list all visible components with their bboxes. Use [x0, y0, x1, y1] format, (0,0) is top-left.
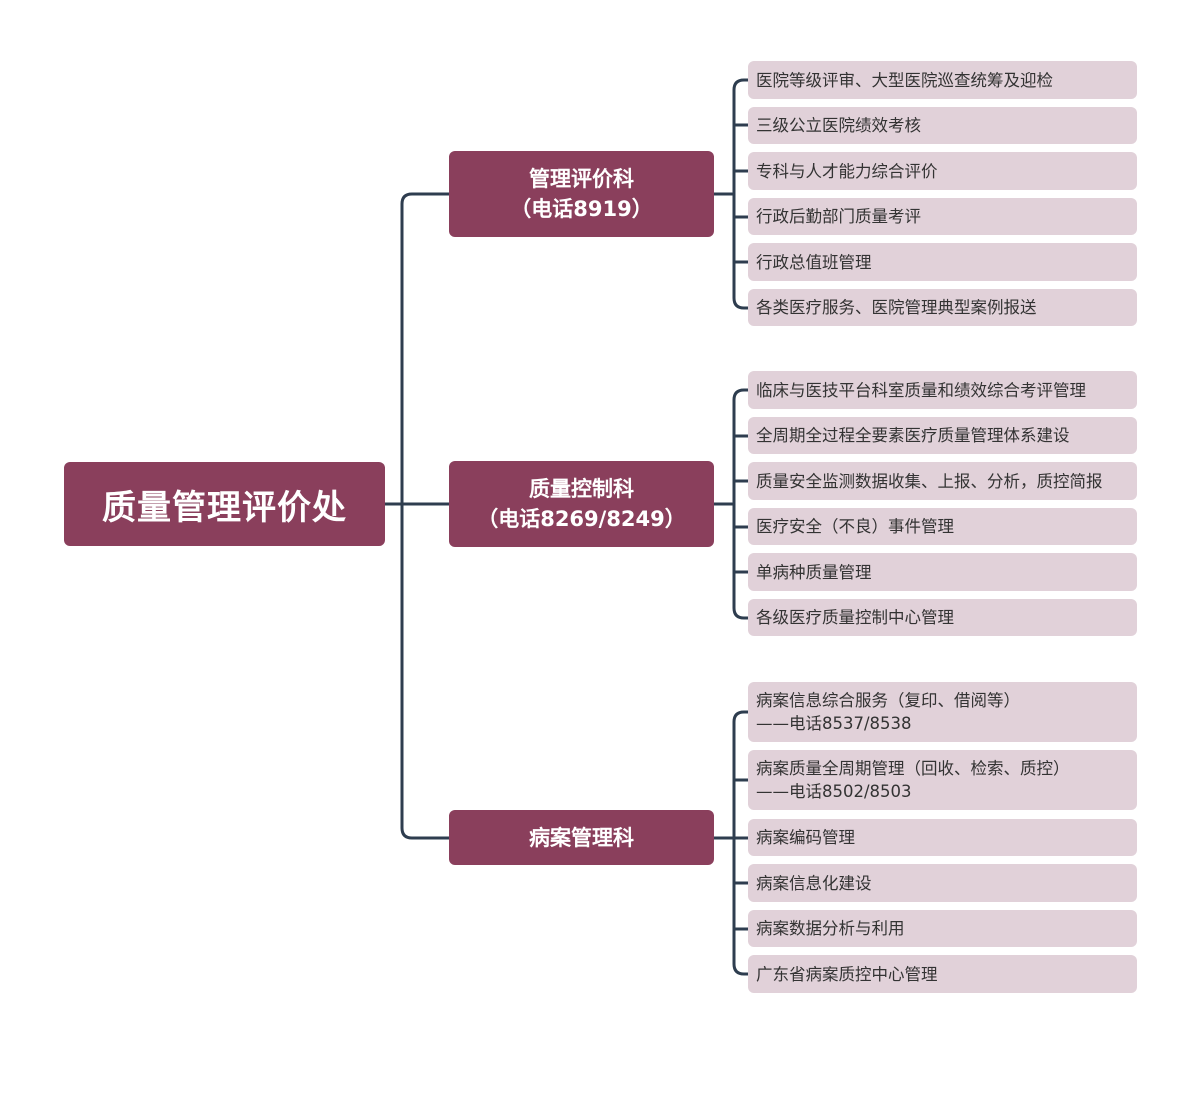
leaf-text: 广东省病案质控中心管理 [756, 964, 938, 984]
dept-node-medical-records[interactable]: 病案管理科 [449, 810, 714, 865]
leaf-text: 病案数据分析与利用 [756, 919, 905, 938]
leaf-text: 三级公立医院绩效考核 [756, 116, 921, 135]
leaf-item[interactable]: 三级公立医院绩效考核 [748, 107, 1137, 144]
leaf-text: 专科与人才能力综合评价 [756, 161, 938, 181]
leaf-item[interactable]: 行政后勤部门质量考评 [748, 198, 1137, 235]
dept-name: 质量控制科 [529, 477, 634, 501]
leaf-item[interactable]: 行政总值班管理 [748, 243, 1137, 281]
leaf-text: 各级医疗质量控制中心管理 [756, 608, 954, 627]
dept-node-management-evaluation[interactable]: 管理评价科 （电话8919） [449, 151, 714, 237]
leaf-text: 临床与医技平台科室质量和绩效综合考评管理 [756, 380, 1086, 400]
leaf-text: 病案编码管理 [756, 828, 855, 847]
leaf-item[interactable]: 病案质量全周期管理（回收、检索、质控） ——电话8502/8503 [748, 750, 1137, 810]
leaf-text: 全周期全过程全要素医疗质量管理体系建设 [756, 426, 1070, 445]
leaf-text: 单病种质量管理 [756, 562, 872, 582]
dept-phone: （电话8269/8249） [477, 507, 686, 531]
leaf-item[interactable]: 医疗安全（不良）事件管理 [748, 508, 1137, 545]
leaf-item[interactable]: 病案信息化建设 [748, 864, 1137, 902]
connector-root [383, 192, 451, 840]
root-node[interactable]: 质量管理评价处 [64, 462, 385, 546]
leaf-item[interactable]: 各类医疗服务、医院管理典型案例报送 [748, 289, 1137, 326]
leaf-text: 行政总值班管理 [756, 252, 872, 272]
leaf-text: 病案信息化建设 [756, 873, 872, 893]
leaf-item[interactable]: 病案编码管理 [748, 819, 1137, 856]
leaf-item[interactable]: 各级医疗质量控制中心管理 [748, 599, 1137, 636]
leaf-item[interactable]: 全周期全过程全要素医疗质量管理体系建设 [748, 417, 1137, 454]
leaf-text: 医院等级评审、大型医院巡查统筹及迎检 [756, 70, 1053, 90]
leaf-item[interactable]: 质量安全监测数据收集、上报、分析，质控简报 [748, 462, 1137, 500]
dept-phone: （电话8919） [510, 197, 653, 221]
leaf-item[interactable]: 临床与医技平台科室质量和绩效综合考评管理 [748, 371, 1137, 409]
dept-name: 病案管理科 [529, 825, 634, 850]
leaf-text: 各类医疗服务、医院管理典型案例报送 [756, 298, 1037, 317]
leaf-text: 病案信息综合服务（复印、借阅等） [756, 691, 1020, 710]
leaf-text: 行政后勤部门质量考评 [756, 207, 921, 226]
leaf-item[interactable]: 医院等级评审、大型医院巡查统筹及迎检 [748, 61, 1137, 99]
leaf-item[interactable]: 专科与人才能力综合评价 [748, 152, 1137, 190]
leaf-item[interactable]: 单病种质量管理 [748, 553, 1137, 591]
dept-name: 管理评价科 [529, 167, 634, 191]
leaf-text: 医疗安全（不良）事件管理 [756, 517, 954, 536]
leaf-subtext: ——电话8537/8538 [756, 714, 912, 733]
leaf-item[interactable]: 病案信息综合服务（复印、借阅等） ——电话8537/8538 [748, 682, 1137, 742]
root-label: 质量管理评价处 [102, 487, 347, 528]
leaf-item[interactable]: 广东省病案质控中心管理 [748, 955, 1137, 993]
leaf-text: 病案质量全周期管理（回收、检索、质控） [756, 759, 1070, 778]
leaf-item[interactable]: 病案数据分析与利用 [748, 910, 1137, 947]
connector-dept-1 [712, 78, 750, 310]
connector-dept-2 [712, 388, 750, 620]
leaf-text: 质量安全监测数据收集、上报、分析，质控简报 [756, 471, 1103, 491]
leaf-subtext: ——电话8502/8503 [756, 782, 912, 801]
connector-dept-3 [712, 710, 750, 976]
dept-node-quality-control[interactable]: 质量控制科 （电话8269/8249） [449, 461, 714, 547]
